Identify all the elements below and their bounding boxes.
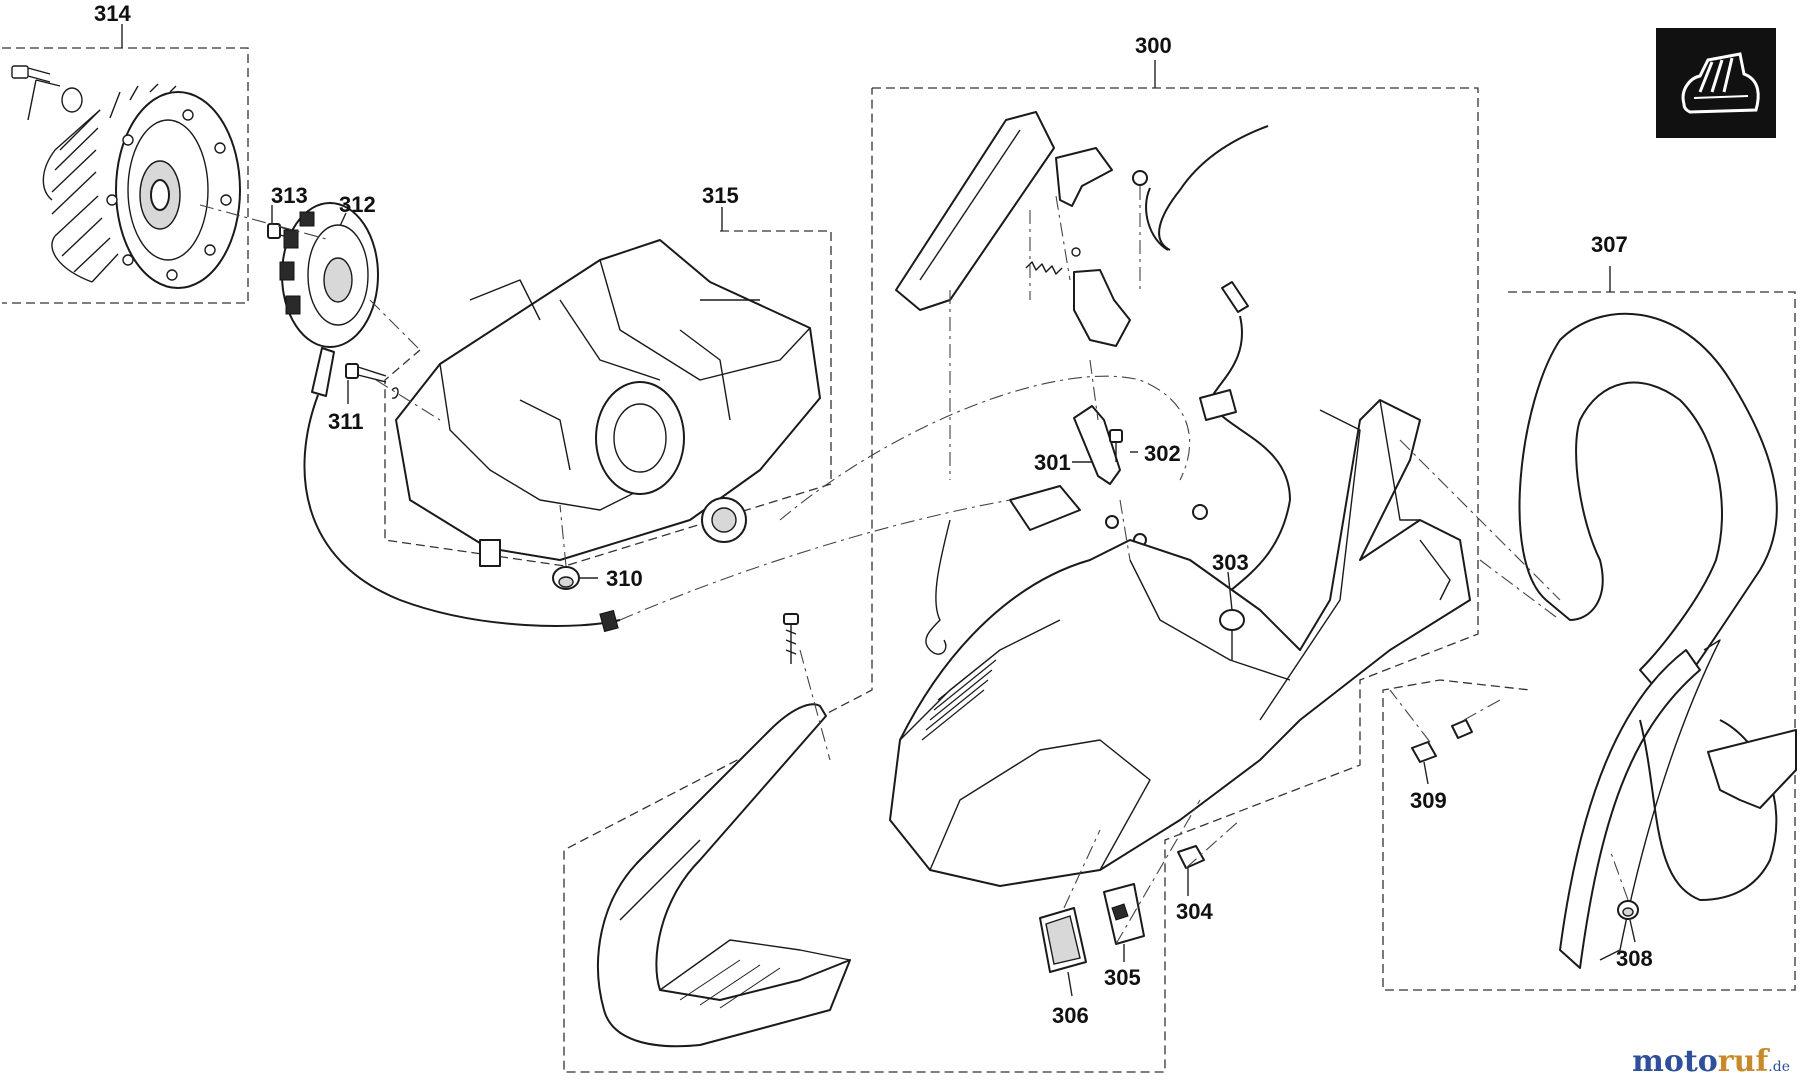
rear-handle-grip-part (895, 111, 1055, 311)
screw-311-part (345, 363, 399, 399)
switch-contact-304-part (1177, 845, 1205, 869)
switch-305-part (1103, 883, 1145, 945)
grommet-308-part (1617, 900, 1639, 920)
label-302: 302 (1144, 441, 1181, 466)
label-305: 305 (1104, 965, 1141, 990)
label-301: 301 (1034, 450, 1071, 475)
leader-lines (121, 24, 1636, 997)
ignition-cable-part (303, 394, 621, 633)
site-watermark: motoruf.de (1632, 1044, 1790, 1079)
group-box-300 (563, 87, 1479, 1073)
lever-301-part (1073, 405, 1121, 485)
part-labels: 314 313 312 315 311 300 301 302 303 307 … (94, 1, 1653, 1028)
ignition-coil-part (279, 202, 379, 397)
label-309: 309 (1410, 788, 1447, 813)
guard-screw-part (783, 613, 799, 664)
label-304: 304 (1176, 899, 1213, 924)
label-303: 303 (1212, 550, 1249, 575)
label-308: 308 (1616, 946, 1653, 971)
label-315: 315 (702, 183, 739, 208)
front-hand-guard-part (597, 703, 851, 1048)
throttle-cable-part (1145, 125, 1269, 251)
group-box-314 (2, 47, 249, 304)
crankcase-housing-part (395, 239, 821, 567)
main-handle-housing-part (889, 399, 1471, 887)
group-box-315 (384, 230, 832, 567)
alignment-lines (199, 186, 1629, 945)
label-314: 314 (94, 1, 131, 26)
label-307: 307 (1591, 232, 1628, 257)
switch-cover-306-part (1039, 907, 1087, 973)
watermark-suffix: .de (1768, 1059, 1790, 1075)
flywheel-fan-part (11, 65, 241, 289)
label-300: 300 (1135, 33, 1172, 58)
safety-boot-icon (1656, 28, 1776, 138)
throttle-lever-part (1073, 269, 1131, 347)
watermark-part2: ruf (1717, 1044, 1769, 1079)
watermark-part1: moto (1632, 1044, 1718, 1079)
group-box-307 (1382, 291, 1796, 991)
front-bow-handle-part (1518, 312, 1797, 969)
throttle-spring-part (1025, 247, 1081, 275)
label-310: 310 (606, 566, 643, 591)
small-parts-cluster (1009, 485, 1208, 547)
label-306: 306 (1052, 1003, 1089, 1028)
label-312: 312 (339, 192, 376, 217)
label-313: 313 (271, 183, 308, 208)
screw-302-part (1109, 429, 1123, 462)
label-311: 311 (328, 409, 364, 434)
grommet-310-part (552, 566, 580, 590)
throttle-trigger-part (1055, 147, 1148, 207)
spring-clip-part (925, 519, 951, 655)
connector-309-part (1411, 719, 1473, 763)
